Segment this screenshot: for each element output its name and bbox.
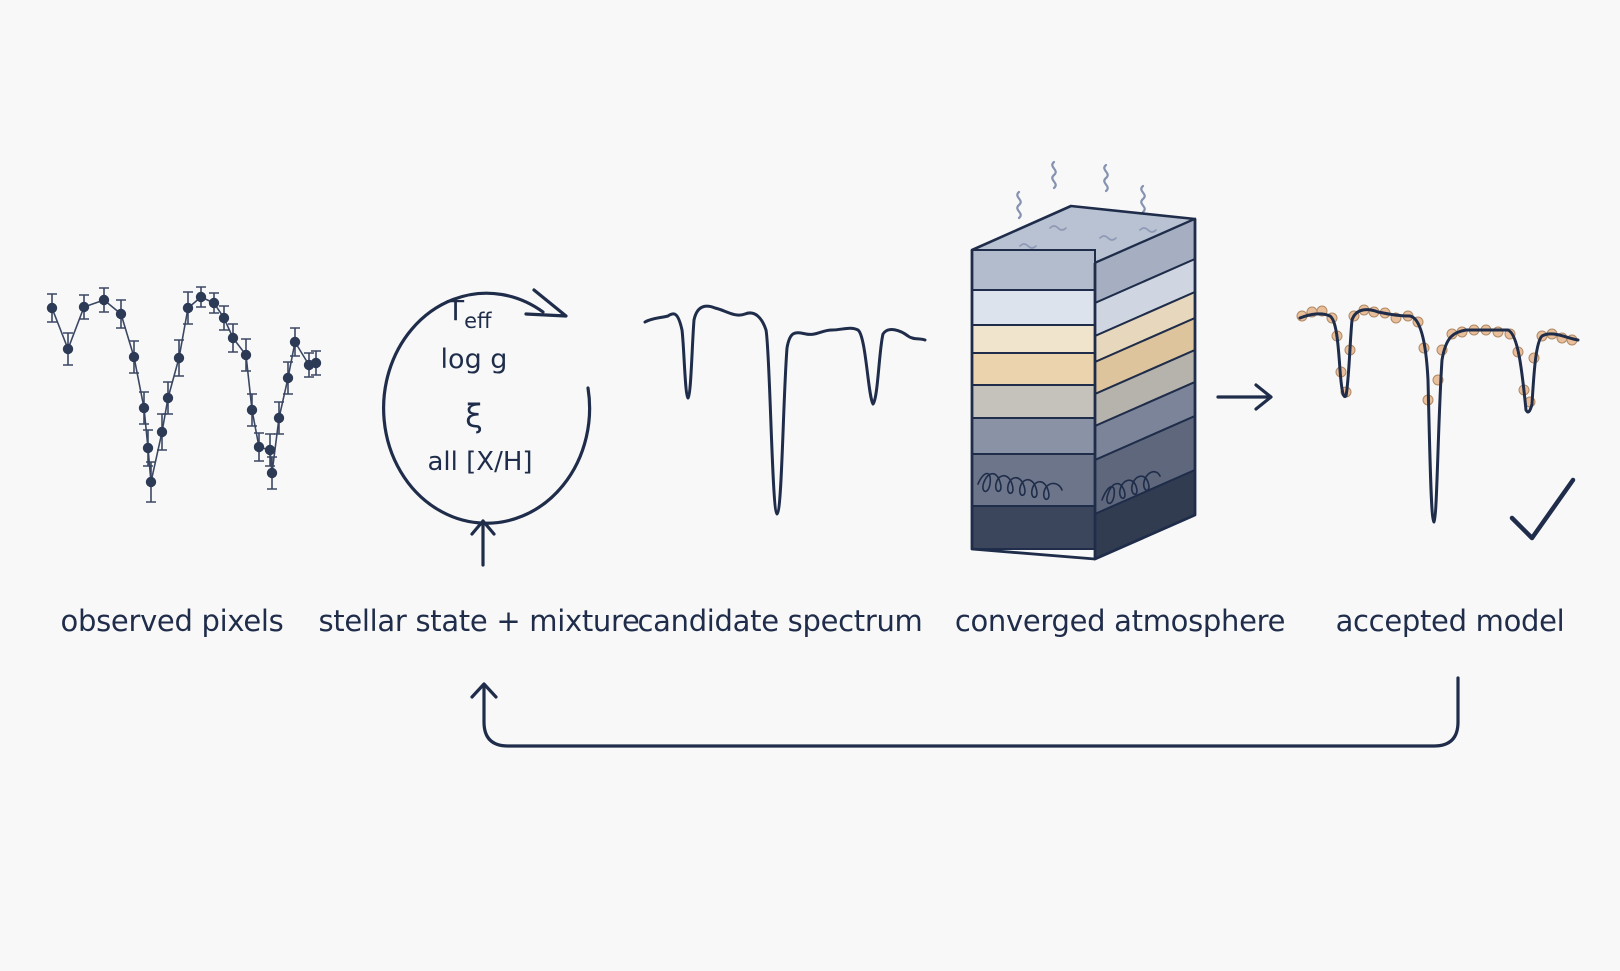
observed-pixel-point [266, 467, 278, 479]
observed-pixel-point [253, 441, 265, 453]
observed-pixels-plot [46, 286, 322, 503]
observed-pixel-point [282, 372, 294, 384]
label-candidate-spectrum: candidate spectrum [637, 604, 923, 638]
observed-pixel-point [246, 404, 258, 416]
observed-pixel-point [218, 312, 230, 324]
observed-pixel-point [195, 291, 207, 303]
circular-arrow-icon [382, 291, 592, 525]
observed-pixel-point [173, 352, 185, 364]
checkmark-icon [1509, 477, 1576, 541]
param-logg: log g [441, 344, 508, 375]
observed-pixel-point [289, 336, 301, 348]
observed-pixel-point [115, 308, 127, 320]
label-observed-pixels: observed pixels [60, 604, 284, 638]
observed-pixel-point [208, 297, 220, 309]
label-converged-atmosphere: converged atmosphere [954, 604, 1286, 638]
observed-pixel-point [182, 302, 194, 314]
convection-loops-side [1101, 470, 1161, 505]
atmosphere-block [970, 160, 1197, 561]
observed-pixel-point [227, 332, 239, 344]
param-abundances: all [X/H] [427, 447, 532, 477]
observed-pixel-point [138, 402, 150, 414]
param-teff: Teff [446, 294, 492, 333]
candidate-spectrum-curve [643, 304, 927, 516]
label-accepted-model: accepted model [1335, 604, 1565, 638]
observed-pixel-point [142, 442, 154, 454]
observed-pixel-point [78, 301, 90, 313]
param-xi: ξ [465, 397, 483, 435]
stellar-state-loop: Teff log g ξ all [X/H] [382, 288, 592, 567]
observed-pixel-point [98, 294, 110, 306]
observed-pixel-point [310, 357, 322, 369]
observed-pixel-point [162, 392, 174, 404]
observed-pixel-point [145, 476, 157, 488]
observed-pixel-point [62, 343, 74, 355]
observed-pixel-point [240, 349, 252, 361]
label-stellar-state: stellar state + mixture [318, 604, 640, 638]
observed-pixel-point [273, 412, 285, 424]
feedback-loop-arrow [470, 676, 1460, 748]
observed-pixel-point [264, 444, 276, 456]
convection-loops-front [977, 472, 1063, 501]
heat-wave-icon [1016, 160, 1146, 220]
observed-pixel-point [128, 351, 140, 363]
accepted-model-curve [1298, 308, 1580, 524]
loop-arrowhead [524, 288, 568, 318]
observed-pixel-point [156, 426, 168, 438]
observed-pixel-point [46, 302, 58, 314]
accept-arrow [1216, 383, 1273, 411]
